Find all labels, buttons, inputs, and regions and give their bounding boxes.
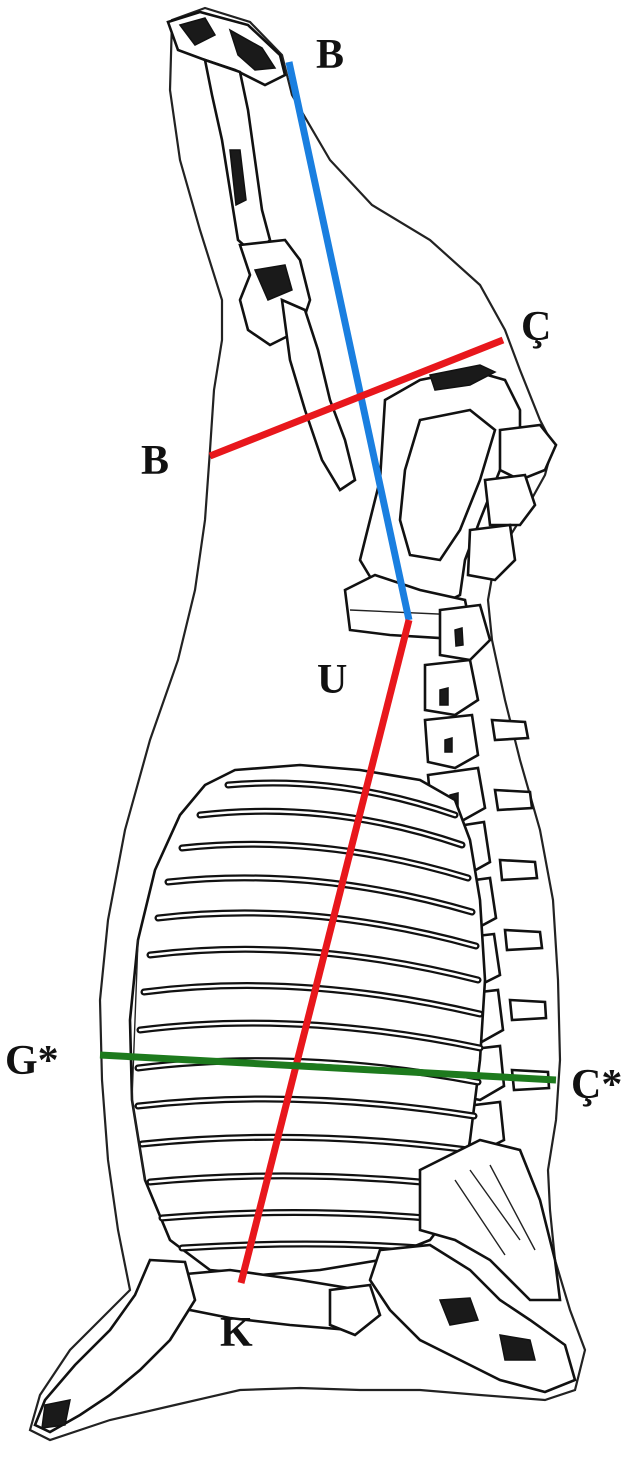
label-red-left: B — [141, 438, 169, 484]
label-green-left: G* — [5, 1038, 59, 1084]
label-bottom: K — [220, 1310, 253, 1356]
label-blue-top: B — [316, 32, 344, 78]
label-red-right: Ç — [521, 304, 551, 350]
label-vertical-mid: U — [317, 657, 347, 703]
label-green-right: Ç* — [571, 1062, 622, 1108]
